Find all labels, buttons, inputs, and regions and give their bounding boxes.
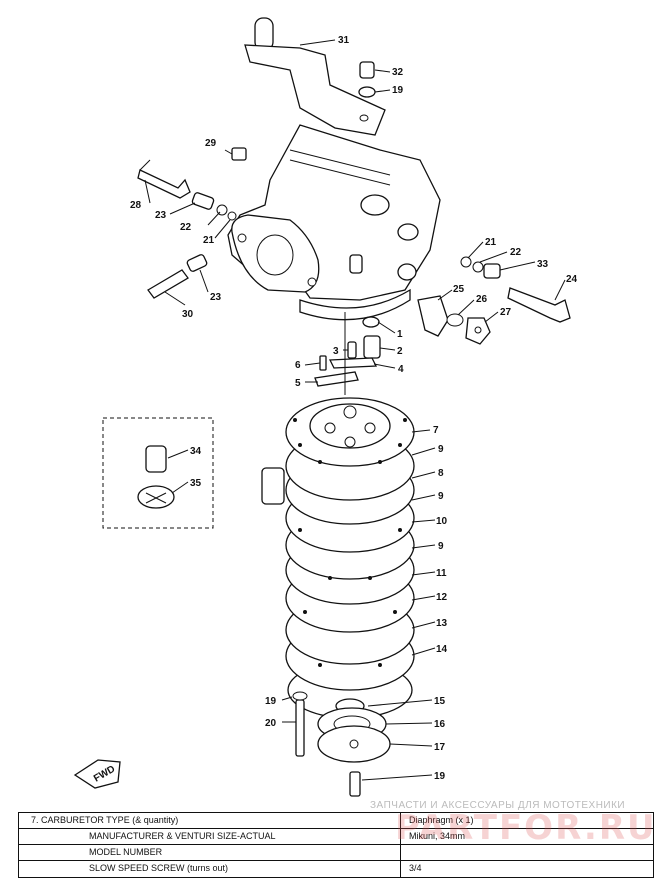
callout-20: 20 bbox=[265, 718, 277, 729]
spec-key: 7. CARBURETOR TYPE (& quantity) bbox=[19, 813, 401, 828]
callout-35: 35 bbox=[190, 478, 202, 489]
spec-key: SLOW SPEED SCREW (turns out) bbox=[19, 861, 401, 877]
throttle-lever bbox=[244, 17, 386, 136]
callout-6: 6 bbox=[295, 360, 301, 371]
callout-3: 3 bbox=[333, 346, 339, 357]
callout-15: 15 bbox=[434, 696, 446, 707]
callout-9-c: 9 bbox=[438, 541, 444, 552]
spec-value: Mikuni, 34mm bbox=[409, 831, 466, 841]
callout-5: 5 bbox=[295, 378, 301, 389]
callout-14: 14 bbox=[436, 644, 448, 655]
needle-valve-parts bbox=[314, 312, 381, 395]
callout-1: 1 bbox=[397, 329, 403, 340]
callout-2: 2 bbox=[397, 346, 403, 357]
callout-19-top: 19 bbox=[392, 85, 404, 96]
carburetor-body bbox=[227, 124, 441, 321]
callout-26: 26 bbox=[476, 294, 488, 305]
callout-7: 7 bbox=[433, 425, 439, 436]
callout-31: 31 bbox=[338, 35, 350, 46]
callout-23-bottom: 23 bbox=[210, 292, 222, 303]
callout-22-left: 22 bbox=[180, 222, 192, 233]
carburetor-exploded-diagram: FWD bbox=[73, 17, 578, 797]
diaphragm-stack bbox=[261, 397, 415, 797]
callout-11: 11 bbox=[436, 568, 447, 579]
callout-28: 28 bbox=[130, 200, 142, 211]
fwd-arrow: FWD bbox=[73, 759, 121, 789]
spec-row: MANUFACTURER & VENTURI SIZE-ACTUAL Mikun… bbox=[19, 829, 653, 845]
callout-21-left: 21 bbox=[203, 235, 215, 246]
callout-30: 30 bbox=[182, 309, 194, 320]
spec-value: 3/4 bbox=[409, 863, 422, 873]
callout-19-bottom: 19 bbox=[434, 771, 446, 782]
callout-19-left: 19 bbox=[265, 696, 277, 707]
leader-lines bbox=[144, 39, 566, 781]
watermark-text: ЗАПЧАСТИ И АКСЕССУАРЫ ДЛЯ МОТОТЕХНИКИ bbox=[370, 800, 626, 811]
callout-10: 10 bbox=[436, 516, 448, 527]
callout-9-a: 9 bbox=[438, 444, 444, 455]
callout-24: 24 bbox=[566, 274, 578, 285]
callout-21-right: 21 bbox=[485, 237, 497, 248]
callout-9-b: 9 bbox=[438, 491, 444, 502]
idle-screw-assembly bbox=[137, 147, 247, 299]
carburetor-spec-table: 7. CARBURETOR TYPE (& quantity) Diaphrag… bbox=[18, 812, 654, 878]
right-side-fittings bbox=[417, 256, 571, 345]
bolt-32 bbox=[358, 61, 376, 98]
callout-17: 17 bbox=[434, 742, 446, 753]
callout-29: 29 bbox=[205, 138, 217, 149]
spec-row: SLOW SPEED SCREW (turns out) 3/4 bbox=[19, 861, 653, 877]
callout-12: 12 bbox=[436, 592, 448, 603]
inset-fuel-fitting bbox=[102, 417, 214, 529]
spec-value: Diaphragm (x 1) bbox=[409, 815, 474, 825]
callout-27: 27 bbox=[500, 307, 512, 318]
callout-34: 34 bbox=[190, 446, 202, 457]
callout-labels: 31 32 19 29 28 23 22 21 23 30 21 22 33 2… bbox=[130, 35, 578, 782]
callout-23-top: 23 bbox=[155, 210, 167, 221]
callout-8: 8 bbox=[438, 468, 444, 479]
callout-33: 33 bbox=[537, 259, 549, 270]
spec-key: MANUFACTURER & VENTURI SIZE-ACTUAL bbox=[19, 829, 401, 844]
spec-key: MODEL NUMBER bbox=[19, 845, 401, 860]
callout-32: 32 bbox=[392, 67, 404, 78]
spec-row: 7. CARBURETOR TYPE (& quantity) Diaphrag… bbox=[19, 813, 653, 829]
callout-22-right: 22 bbox=[510, 247, 522, 258]
callout-25: 25 bbox=[453, 284, 465, 295]
callout-4: 4 bbox=[398, 364, 404, 375]
spec-row: MODEL NUMBER bbox=[19, 845, 653, 861]
callout-13: 13 bbox=[436, 618, 448, 629]
callout-16: 16 bbox=[434, 719, 446, 730]
